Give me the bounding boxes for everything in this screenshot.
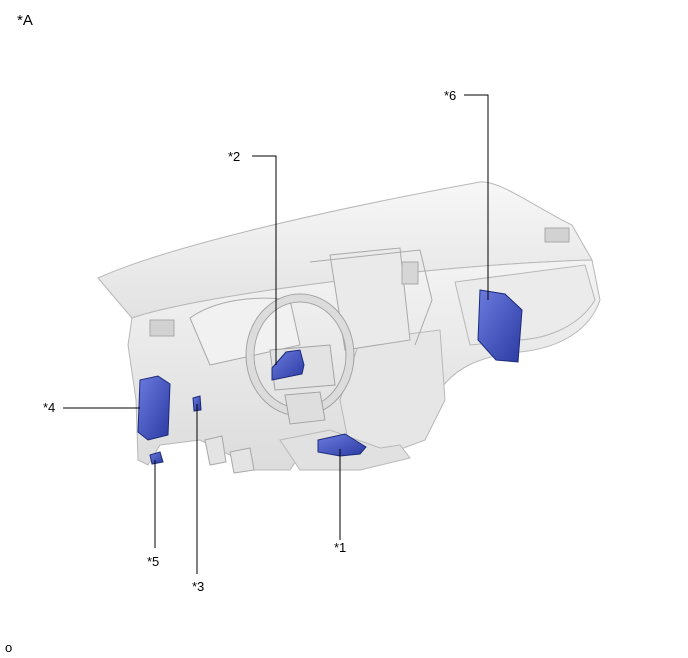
callout-label-1: *1	[334, 540, 347, 555]
pedals	[204, 435, 255, 474]
figure-code: o	[5, 640, 13, 655]
component-4	[137, 375, 171, 441]
view-label: *A	[17, 12, 33, 29]
instrument-area	[149, 227, 570, 366]
left-vent	[149, 319, 175, 337]
callout-label-6: *6	[444, 88, 457, 103]
leader-line-2	[252, 155, 277, 365]
instrument-cluster	[189, 297, 301, 366]
brake-pedal	[204, 435, 227, 466]
accelerator-pedal	[229, 447, 255, 474]
component-3	[192, 395, 202, 412]
component-6	[477, 289, 523, 363]
callout-label-4: *4	[43, 400, 56, 415]
leader-line-6	[464, 94, 489, 300]
component-5	[149, 451, 164, 465]
center-vent	[401, 261, 419, 285]
center-display-bezel	[309, 249, 433, 346]
centre-console	[339, 329, 446, 456]
components	[137, 289, 523, 465]
component-2	[271, 349, 305, 381]
callout-label-2: *2	[228, 149, 241, 164]
steering-column	[284, 391, 326, 425]
callout-label-5: *5	[147, 554, 160, 569]
right-vent	[544, 227, 570, 243]
component-1	[317, 433, 367, 457]
callout-label-3: *3	[192, 579, 205, 594]
leader-lines	[63, 94, 489, 574]
